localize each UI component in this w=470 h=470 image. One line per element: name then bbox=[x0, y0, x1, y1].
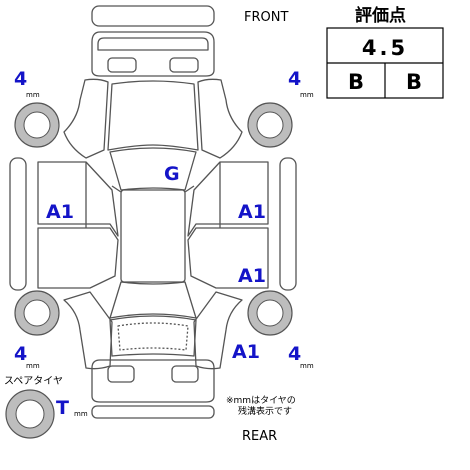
windshield bbox=[109, 147, 197, 191]
rear-left-quarter bbox=[63, 291, 113, 370]
front-left-fender bbox=[63, 78, 109, 159]
tire-front-right-value: 4 bbox=[288, 68, 301, 90]
tire-rear-right-value: 4 bbox=[288, 343, 301, 365]
grade-title: 評価点 bbox=[355, 5, 406, 26]
hood bbox=[107, 80, 199, 151]
tire-front-left bbox=[14, 102, 60, 148]
front-right-fender bbox=[197, 78, 243, 159]
grade-exterior: B bbox=[348, 70, 364, 94]
car-body-diagram bbox=[9, 5, 297, 419]
rear-label: REAR bbox=[242, 429, 277, 444]
tire-front-left-unit: mm bbox=[26, 91, 40, 99]
spare-tire-label: スペアタイヤ bbox=[4, 375, 63, 387]
damage-mark-right-front-door: A1 bbox=[238, 201, 266, 223]
tire-rear-right bbox=[247, 290, 293, 336]
rear-bumper bbox=[91, 405, 215, 419]
grade-score: 4.5 bbox=[362, 36, 408, 60]
left-front-door bbox=[37, 161, 119, 237]
note-line-1: ※mmはタイヤの bbox=[226, 395, 296, 406]
front-label: FRONT bbox=[244, 10, 288, 25]
roof-line bbox=[111, 185, 122, 193]
tire-rear-left-value: 4 bbox=[14, 343, 27, 365]
tire-rear-left-unit: mm bbox=[26, 362, 40, 370]
tailgate bbox=[109, 315, 197, 357]
damage-mark-right-rear-quarter: A1 bbox=[232, 341, 260, 363]
roof-line bbox=[184, 185, 195, 193]
rear-window bbox=[109, 281, 197, 319]
damage-mark-right-rear-door: A1 bbox=[238, 265, 266, 287]
taillight-left bbox=[107, 365, 135, 383]
damage-mark-left-doors: A1 bbox=[46, 201, 74, 223]
right-rear-door bbox=[187, 227, 269, 289]
front-bumper bbox=[91, 5, 215, 27]
right-side-sill bbox=[279, 157, 297, 291]
tire-rear-right-unit: mm bbox=[300, 362, 314, 370]
left-rear-door bbox=[37, 227, 119, 289]
tire-front-right-unit: mm bbox=[300, 91, 314, 99]
headlight-left bbox=[107, 57, 137, 73]
damage-mark-roof: G bbox=[164, 163, 180, 185]
tailgate-inner bbox=[117, 322, 189, 351]
spare-tire-unit: mm bbox=[74, 410, 88, 418]
tire-rear-left bbox=[14, 290, 60, 336]
grade-interior: B bbox=[406, 70, 422, 94]
note-line-2: 残溝表示です bbox=[238, 405, 292, 417]
grade-table bbox=[326, 27, 444, 99]
tire-front-right bbox=[247, 102, 293, 148]
tire-front-left-value: 4 bbox=[14, 68, 27, 90]
rear-fascia bbox=[91, 359, 215, 403]
front-fascia-upper bbox=[97, 37, 209, 51]
tire-spare bbox=[5, 389, 55, 439]
headlight-right bbox=[169, 57, 199, 73]
taillight-right bbox=[171, 365, 199, 383]
left-side-sill bbox=[9, 157, 27, 291]
front-fascia bbox=[91, 31, 215, 77]
roof bbox=[120, 189, 186, 283]
right-front-door bbox=[187, 161, 269, 237]
spare-tire-value: T bbox=[56, 397, 69, 419]
